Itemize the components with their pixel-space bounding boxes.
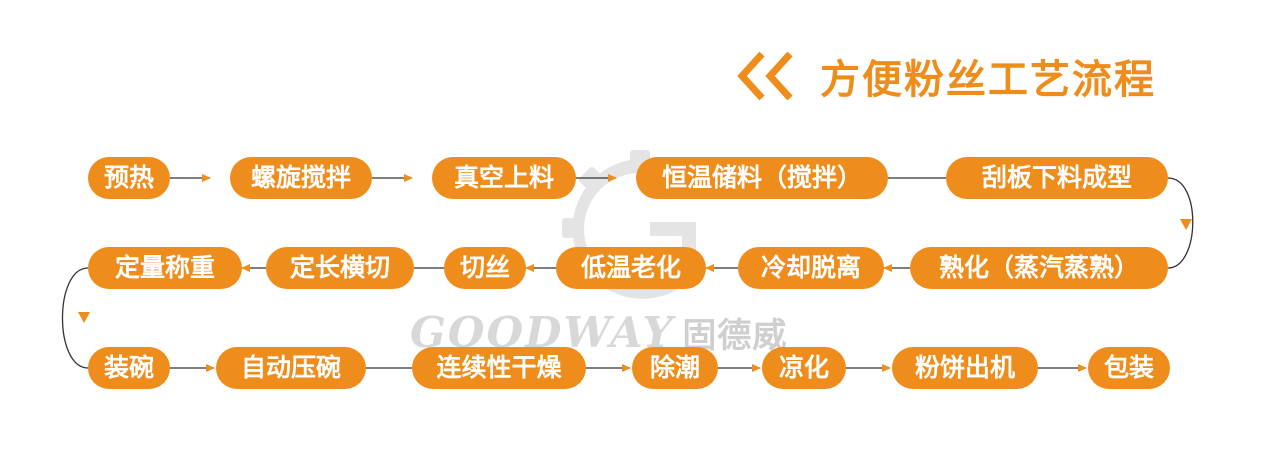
connector	[62, 267, 89, 369]
connector	[1167, 177, 1194, 269]
step-length-cutting: 定长横切	[266, 247, 414, 289]
step-continuous-drying: 连续性干燥	[412, 347, 586, 389]
turn-arrow-icon	[78, 312, 90, 323]
step-cooling: 凉化	[762, 347, 846, 389]
step-dehumidify: 除潮	[632, 347, 718, 389]
step-preheat: 预热	[88, 157, 170, 199]
step-scraper-forming: 刮板下料成型	[946, 157, 1168, 199]
step-steam-curing: 熟化（蒸汽蒸熟）	[910, 247, 1168, 289]
step-packaging: 包装	[1088, 347, 1170, 389]
title-bar: 方便粉丝工艺流程	[736, 48, 1156, 104]
step-screw-mixing: 螺旋搅拌	[230, 157, 372, 199]
step-shredding: 切丝	[444, 247, 526, 289]
double-chevron-left-icon	[737, 51, 793, 101]
step-cooling-release: 冷却脱离	[738, 247, 884, 289]
step-vacuum-feeding: 真空上料	[432, 157, 576, 199]
step-constant-temp-storage: 恒温储料（搅拌）	[636, 157, 888, 199]
step-bowl-filling: 装碗	[88, 347, 170, 389]
step-auto-pressing: 自动压碗	[216, 347, 366, 389]
step-weighing: 定量称重	[88, 247, 242, 289]
page-title: 方便粉丝工艺流程	[820, 57, 1156, 103]
turn-arrow-icon	[1180, 219, 1192, 230]
step-low-temp-aging: 低温老化	[556, 247, 706, 289]
step-cake-output: 粉饼出机	[892, 347, 1038, 389]
